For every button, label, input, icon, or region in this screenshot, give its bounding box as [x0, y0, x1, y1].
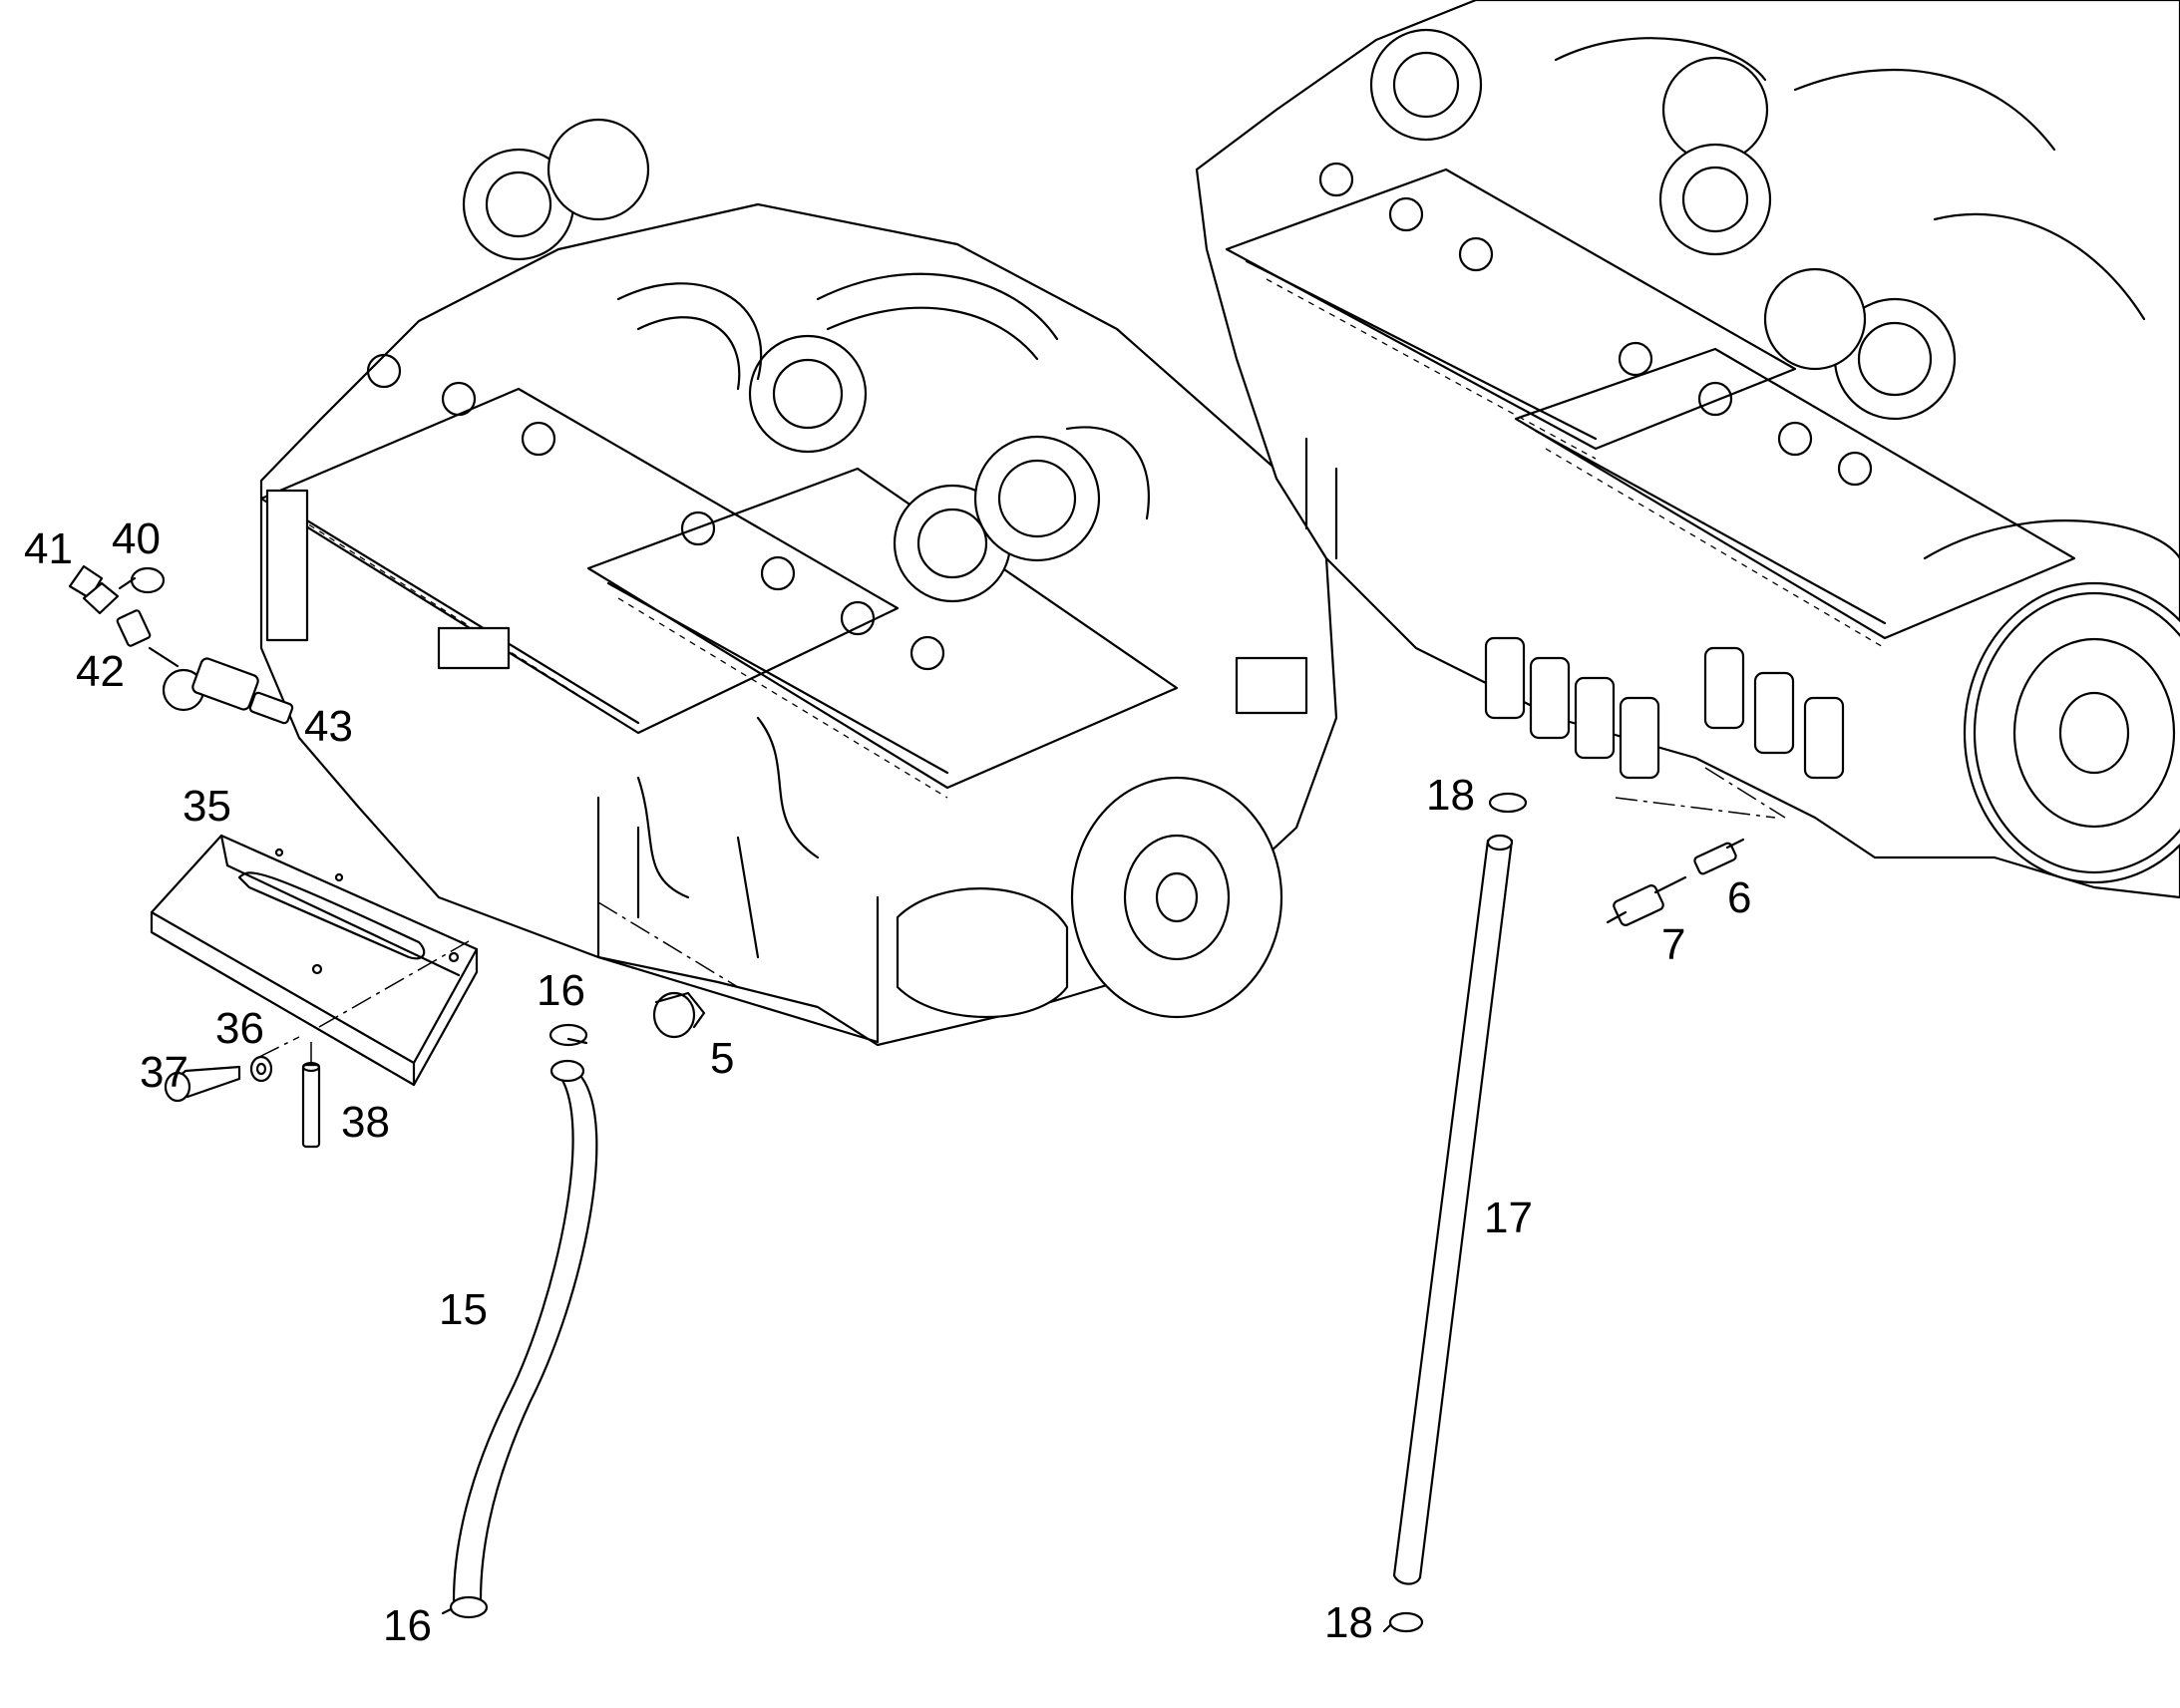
clamp-16-top — [548, 1023, 588, 1047]
callout-6: 6 — [1727, 873, 1751, 922]
cap-40 — [118, 566, 166, 594]
callout-16-top: 16 — [537, 966, 585, 1015]
callout-37: 37 — [140, 1048, 188, 1097]
callout-7: 7 — [1661, 920, 1685, 969]
callout-18-bottom: 18 — [1324, 1598, 1373, 1647]
adapter-42 — [116, 609, 180, 668]
sensor-fittings-group — [68, 564, 294, 725]
elbow-fitting-41 — [68, 564, 120, 615]
callout-16-bottom: 16 — [383, 1601, 432, 1650]
clamp-16-bottom — [441, 1595, 489, 1619]
washer-36 — [249, 1055, 273, 1083]
pin-38 — [301, 1061, 321, 1149]
callout-40: 40 — [112, 514, 161, 563]
bolt-37 — [164, 1065, 241, 1103]
callout-36: 36 — [215, 1004, 264, 1053]
engine-left — [259, 118, 1338, 1047]
hose-15 — [452, 1059, 598, 1610]
clamp-18-bottom — [1382, 1611, 1424, 1633]
callout-18-top: 18 — [1426, 771, 1475, 820]
hose-17 — [1392, 834, 1514, 1585]
callout-35: 35 — [182, 782, 231, 831]
callout-43: 43 — [304, 702, 353, 751]
callout-15: 15 — [439, 1285, 488, 1334]
callout-38: 38 — [341, 1098, 390, 1147]
callout-17: 17 — [1484, 1194, 1533, 1242]
callout-5: 5 — [710, 1034, 734, 1083]
callout-41: 41 — [24, 524, 73, 573]
callout-42: 42 — [76, 647, 125, 696]
fitting-7 — [1606, 875, 1687, 926]
valve-assembly-43 — [162, 657, 294, 725]
drip-tray-35 — [150, 834, 479, 1087]
plug-5 — [652, 991, 706, 1039]
engine-right — [1195, 0, 2180, 899]
clamp-18-top — [1488, 792, 1528, 814]
nipple-6 — [1693, 838, 1745, 875]
